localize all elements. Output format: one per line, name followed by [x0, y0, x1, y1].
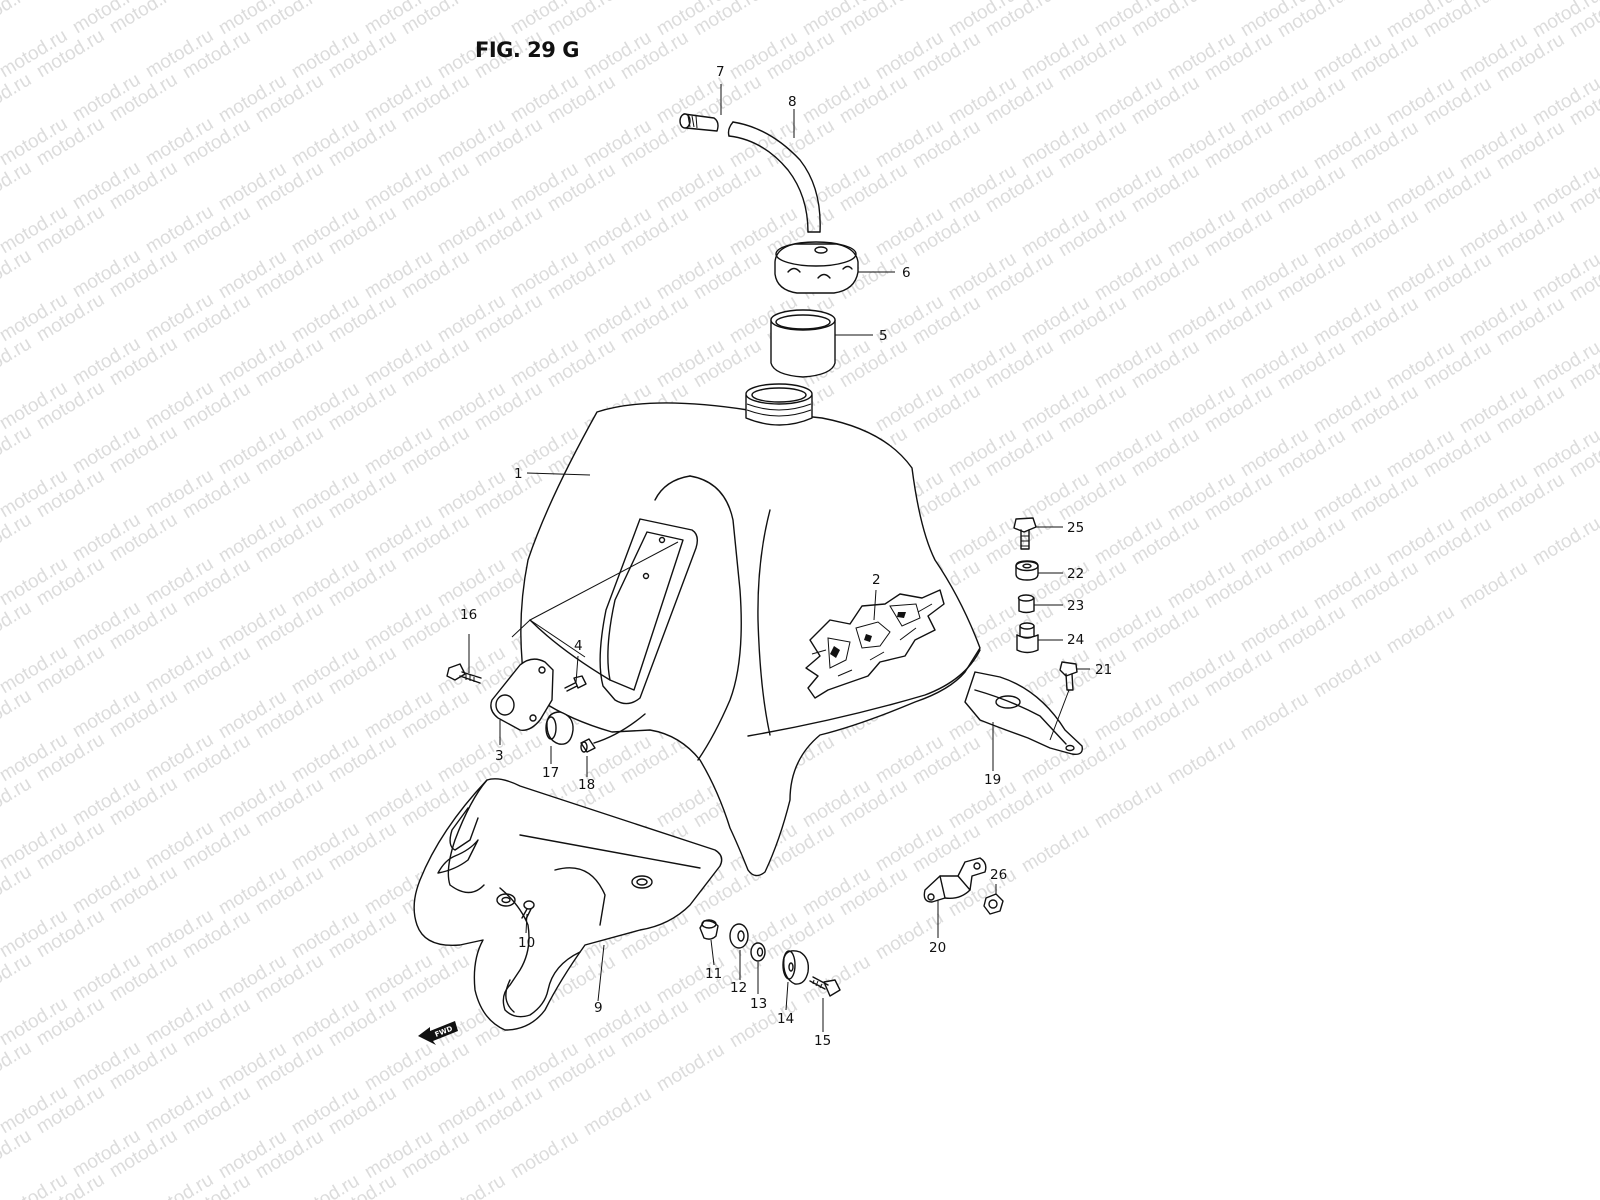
label-2: 2 — [872, 572, 881, 588]
label-26: 26 — [990, 867, 1007, 883]
label-10: 10 — [518, 935, 535, 951]
part-2-emblem — [805, 589, 945, 699]
part-7-breather-valve — [679, 113, 719, 132]
label-14: 14 — [777, 1011, 794, 1027]
label-15: 15 — [814, 1033, 831, 1049]
label-22: 22 — [1067, 566, 1084, 582]
label-1: 1 — [514, 466, 523, 482]
label-7: 7 — [716, 64, 725, 80]
part-4-screw — [564, 675, 587, 692]
part-1-fuel-tank — [520, 383, 981, 877]
label-3: 3 — [495, 748, 504, 764]
label-19: 19 — [984, 772, 1001, 788]
part-22-cushion — [1015, 560, 1039, 581]
part-11-spacer — [699, 919, 719, 940]
fwd-label: FWD — [434, 1025, 454, 1039]
label-24: 24 — [1067, 632, 1084, 648]
part-15-bolt — [809, 976, 841, 997]
label-17: 17 — [542, 765, 559, 781]
part-21-bolt — [1059, 661, 1078, 691]
part-23-collar — [1017, 594, 1035, 614]
label-9: 9 — [594, 1000, 603, 1016]
part-13-washer — [750, 942, 766, 962]
label-13: 13 — [750, 996, 767, 1012]
part-9-side-cover — [413, 778, 723, 1031]
part-16-bolt — [446, 663, 482, 684]
part-12-washer — [729, 923, 749, 949]
part-24-grommet — [1016, 622, 1039, 654]
fwd-arrow: FWD — [418, 1021, 458, 1045]
part-labels: 1 2 3 4 5 6 7 8 9 10 11 12 13 14 15 16 1… — [460, 64, 1112, 1049]
part-6-fuel-cap — [774, 241, 859, 294]
label-25: 25 — [1067, 520, 1084, 536]
part-26-nut — [983, 893, 1004, 915]
label-6: 6 — [902, 265, 911, 281]
figure-title: FIG. 29 G — [475, 38, 579, 62]
label-4: 4 — [574, 638, 583, 654]
label-5: 5 — [879, 328, 888, 344]
leader-lines — [468, 84, 1090, 1032]
label-23: 23 — [1067, 598, 1084, 614]
part-19-rear-bracket — [964, 671, 1083, 756]
part-18-spacer — [580, 738, 596, 753]
label-21: 21 — [1095, 662, 1112, 678]
label-8: 8 — [788, 94, 797, 110]
label-18: 18 — [578, 777, 595, 793]
label-16: 16 — [460, 607, 477, 623]
part-25-bolt — [1013, 517, 1037, 550]
part-5-filler-neck — [770, 309, 836, 378]
part-20-clamp — [923, 857, 987, 903]
part-10-screw — [521, 900, 535, 920]
label-12: 12 — [730, 980, 747, 996]
label-20: 20 — [929, 940, 946, 956]
part-3-bracket — [490, 658, 554, 731]
part-14-cushion — [782, 950, 810, 985]
label-11: 11 — [705, 966, 722, 982]
part-17-cushion — [545, 711, 574, 745]
part-8-breather-hose — [727, 121, 821, 233]
